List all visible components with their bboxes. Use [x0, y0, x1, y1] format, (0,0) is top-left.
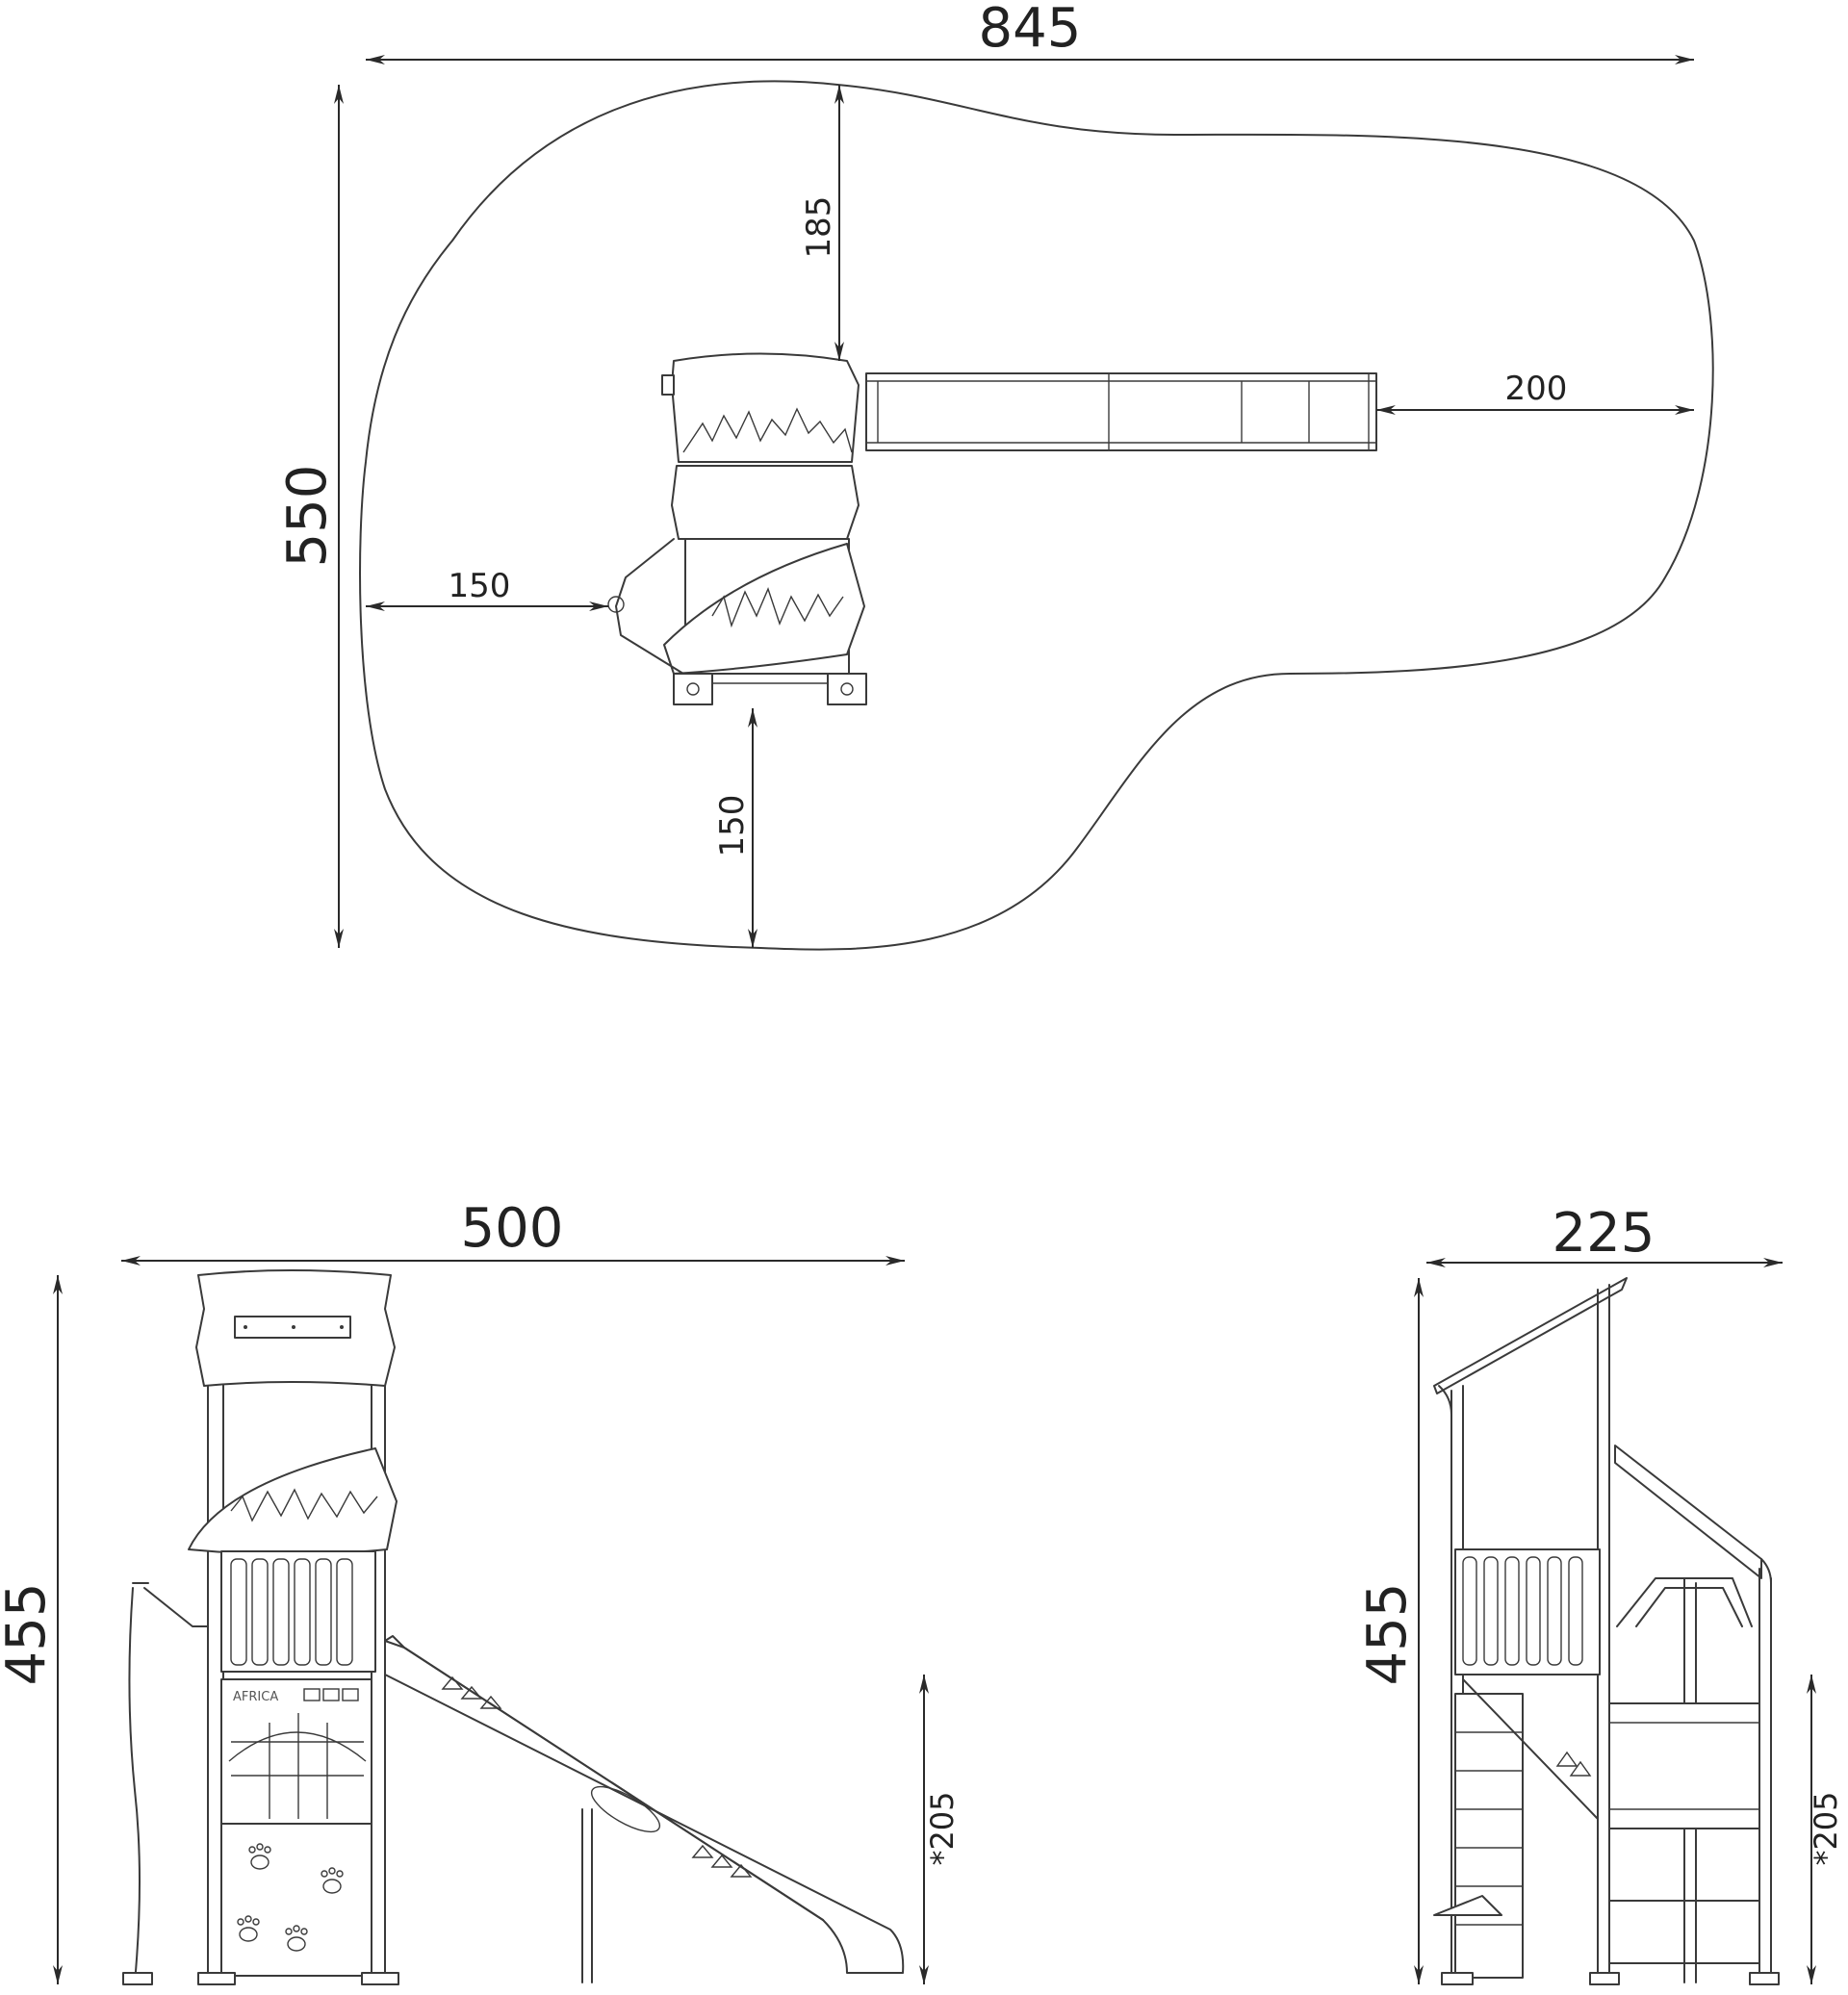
- side-climbing-wall: [1433, 1678, 1599, 1979]
- safety-zone-outline: [359, 80, 1714, 951]
- dim-label-500: 500: [461, 1197, 564, 1260]
- dim-label-200: 200: [1505, 370, 1568, 408]
- africa-sign-text: AFRICA: [233, 1690, 278, 1704]
- dim-label-205-front: *205: [924, 1791, 961, 1865]
- front-view: AFRICA: [0, 1197, 961, 1985]
- front-railing: [220, 1550, 376, 1673]
- side-view: 225 455 *205: [1356, 1202, 1844, 1985]
- slide-decor-triangles: [441, 1675, 753, 1878]
- front-lower-roof: [188, 1447, 398, 1555]
- plan-view: 845 550 185 200 150 150: [276, 0, 1714, 951]
- dim-label-550: 550: [276, 465, 339, 568]
- lower-roof-plan: [607, 538, 867, 705]
- paw-print-icon: [237, 1843, 344, 1952]
- dim-label-185: 185: [800, 196, 838, 259]
- side-decor-triangles: [1555, 1751, 1592, 1777]
- tower-roof-plan: [661, 352, 860, 540]
- dim-label-150-left: 150: [449, 567, 511, 605]
- slide-plan: [865, 372, 1377, 451]
- dim-label-225: 225: [1553, 1202, 1656, 1265]
- dim-label-205-side: *205: [1808, 1791, 1844, 1865]
- front-africa-panel: [220, 1678, 372, 1825]
- dim-label-150-bottom: 150: [713, 795, 752, 857]
- dim-label-845: 845: [979, 0, 1082, 60]
- dim-label-455-side: 455: [1356, 1583, 1419, 1686]
- dim-label-455-front: 455: [0, 1583, 58, 1686]
- side-roof: [1433, 1277, 1628, 1394]
- front-paw-panel: [220, 1823, 372, 1977]
- side-railing: [1454, 1548, 1601, 1675]
